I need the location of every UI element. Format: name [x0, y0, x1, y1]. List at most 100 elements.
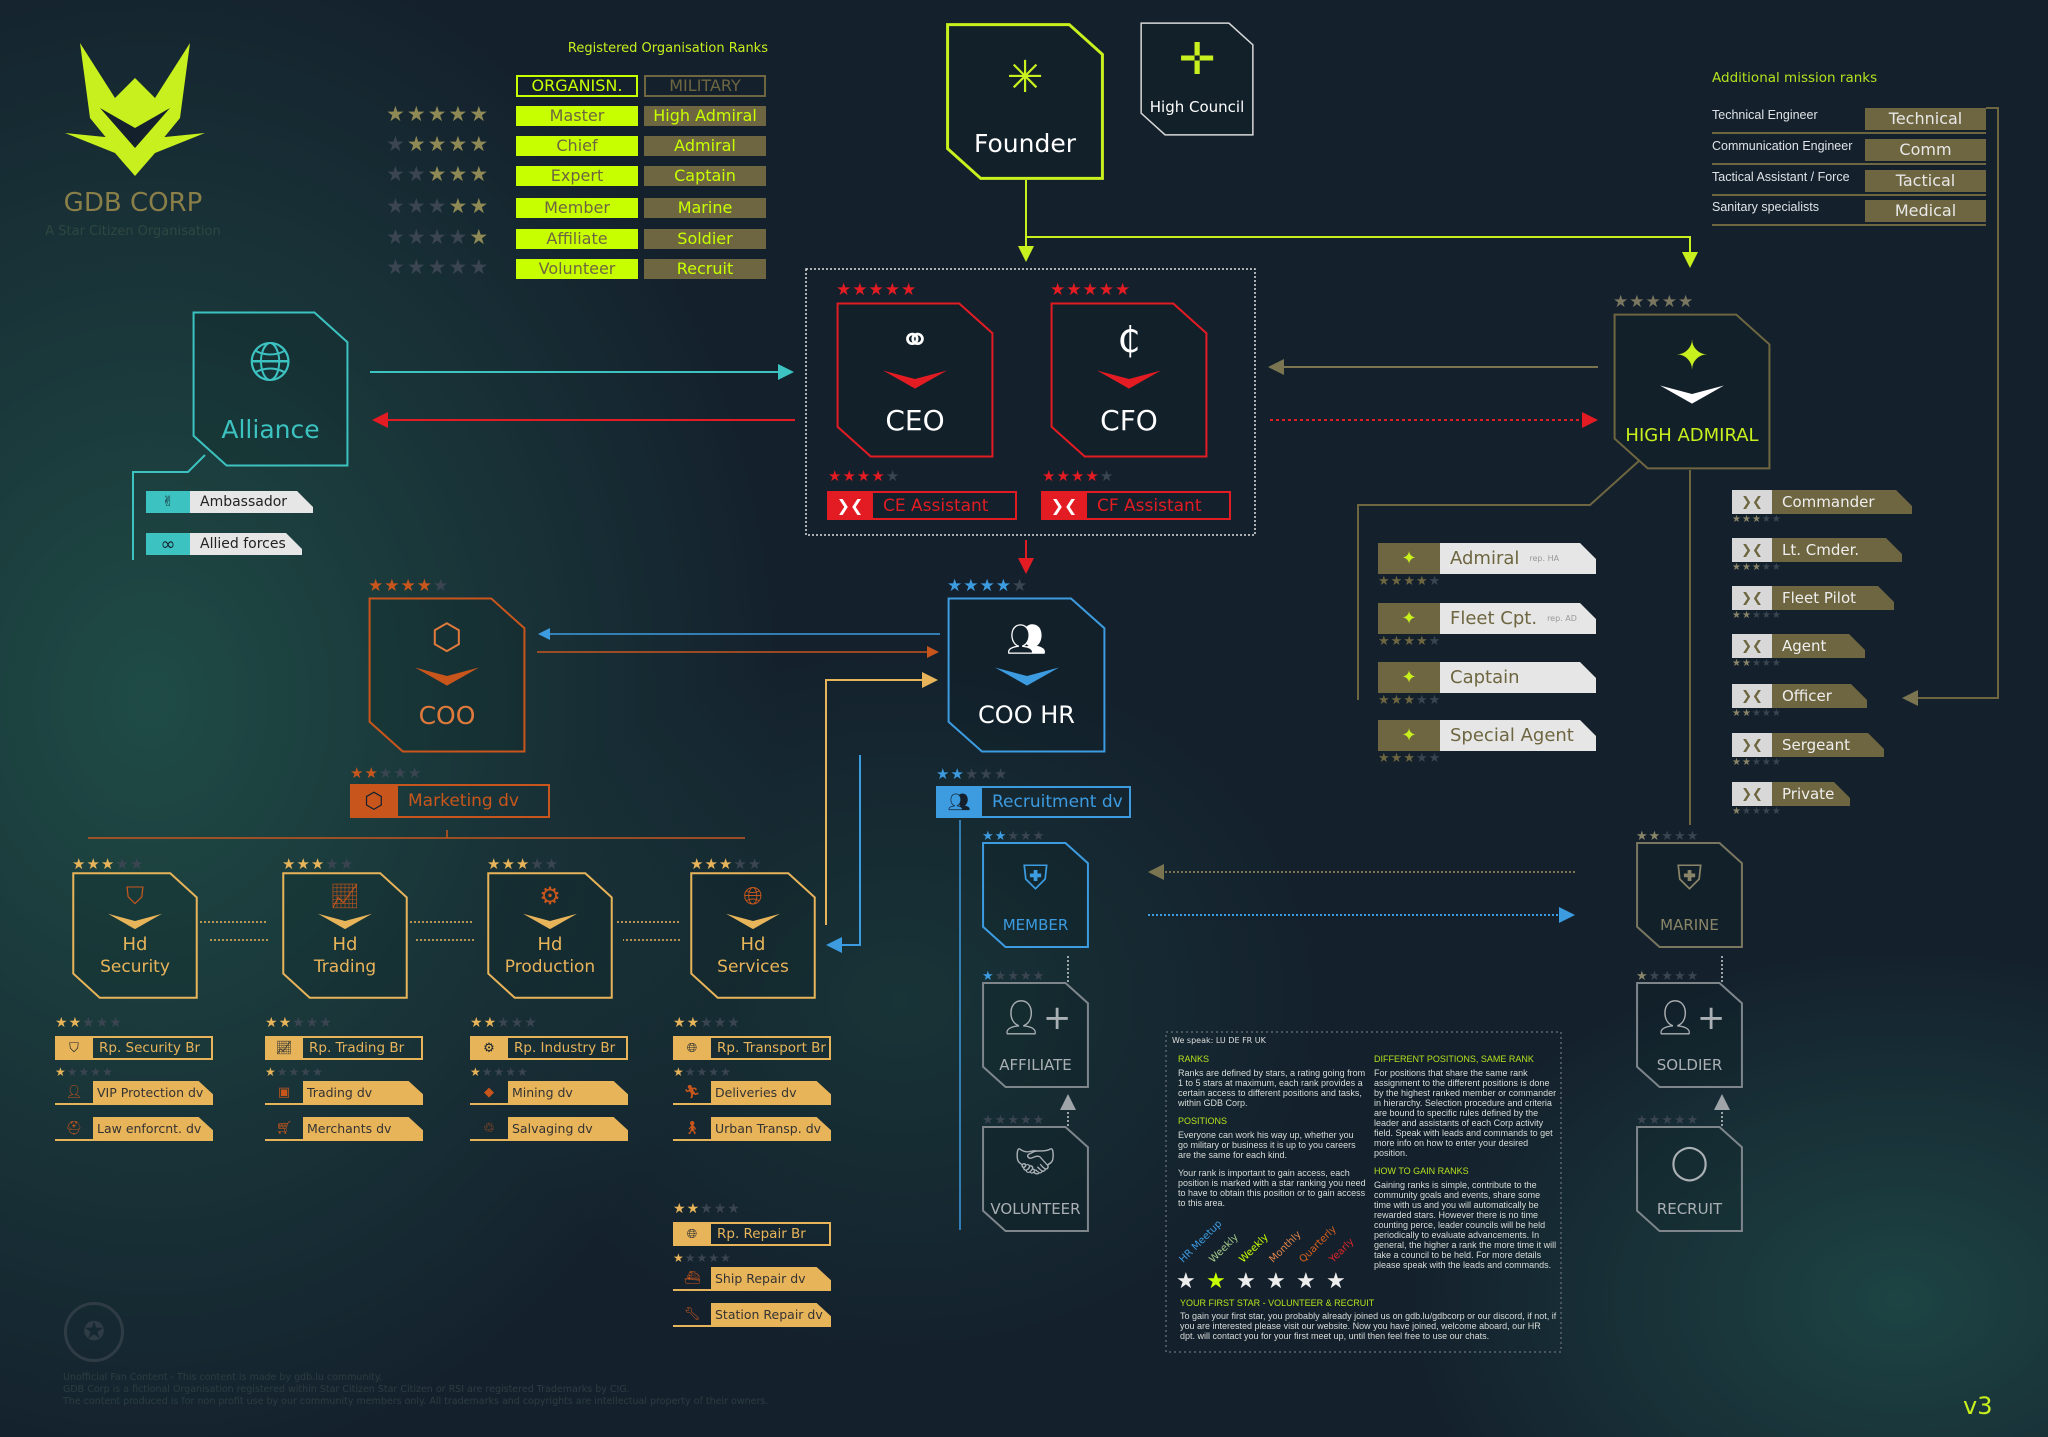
star-filled-icon: ★: [448, 132, 470, 156]
star-empty-icon: ★: [378, 764, 394, 782]
alliance-node[interactable]: 🌐︎ Alliance: [192, 311, 349, 467]
division-tag[interactable]: 🔧︎Station Repair dv: [673, 1303, 831, 1327]
military-rank-admiral: Admiral: [644, 136, 766, 156]
star-filled-icon: ★: [72, 855, 87, 873]
affiliate-node[interactable]: 👤︎+AFFILIATE: [982, 982, 1089, 1088]
star-filled-icon: ★: [1751, 562, 1762, 573]
chevron-wings-icon: [690, 912, 816, 930]
rank-fleet-pilot[interactable]: ❯❮Fleet Pilot: [1732, 586, 1894, 610]
officer-rank-name: Admiral: [1450, 548, 1520, 569]
officer-rank-fleet-cpt-[interactable]: ✦Fleet Cpt.rep. AD: [1378, 603, 1596, 634]
rank-insignia-icon: ❯❮: [1732, 490, 1772, 514]
division-tag[interactable]: 🛒︎Merchants dv: [265, 1117, 423, 1141]
star-empty-icon: ★: [393, 764, 408, 782]
rank-commander[interactable]: ❯❮Commander: [1732, 490, 1912, 514]
star-filled-icon: ★: [386, 102, 407, 126]
division-tag[interactable]: ⛑Law enforcnt. dv: [55, 1117, 213, 1141]
marketing-dv-tag[interactable]: ⬡ Marketing dv: [350, 784, 550, 818]
head-title-line2: Security: [100, 957, 170, 977]
star-filled-icon: ★: [448, 194, 470, 218]
ranks-text: Ranks are defined by stars, a rating goi…: [1178, 1068, 1366, 1108]
ladder-stars: ★★★★★: [1636, 970, 1699, 983]
coo-node[interactable]: ⬡ COO: [368, 597, 526, 753]
marine-node[interactable]: ⛨MARINE: [1636, 842, 1743, 948]
soldier-node[interactable]: 👤︎+SOLDIER: [1636, 982, 1743, 1088]
star-filled-icon: ★: [1661, 292, 1678, 312]
coo-hr-node[interactable]: 👥︎ COO HR: [947, 597, 1106, 753]
star-empty-icon: ★: [1636, 1113, 1649, 1128]
star-filled-icon: ★: [86, 855, 101, 873]
star-filled-icon: ★: [406, 102, 428, 126]
mission-rank-label: Tactical Assistant / Force: [1712, 170, 1850, 184]
first-star-text: To gain your first star, you probably al…: [1180, 1311, 1557, 1341]
star-filled-icon: ★: [487, 855, 502, 873]
volunteer-node[interactable]: 🤝︎VOLUNTEER: [982, 1126, 1089, 1232]
division-tag[interactable]: ⛴Ship Repair dv: [673, 1267, 831, 1291]
star-empty-icon: ★: [994, 969, 1008, 984]
recruitment-dv-tag[interactable]: 👥︎ Recruitment dv: [936, 786, 1131, 818]
coo-hr-stars: ★★★★★: [947, 578, 1028, 595]
ceo-node[interactable]: ⚭ CEO: [836, 302, 994, 458]
branch-stars: ★★★★★: [55, 1016, 123, 1030]
rank-stars: ★★★★★: [386, 134, 490, 155]
cf-assistant-tag[interactable]: ❯❮ CF Assistant: [1041, 491, 1231, 520]
star-empty-icon: ★: [1661, 1113, 1674, 1128]
high-council-node[interactable]: ✛ High Council: [1140, 22, 1254, 136]
cart-icon: 🛒︎: [275, 1120, 293, 1136]
division-tag[interactable]: 🏃︎Deliveries dv: [673, 1081, 831, 1105]
star-empty-icon: ★: [1428, 574, 1442, 589]
star-empty-icon: ★: [720, 1251, 732, 1265]
rep-branch-tag[interactable]: 🌐︎Rp. Transport Br: [673, 1036, 831, 1060]
star-filled-icon: ★: [1115, 280, 1132, 300]
high-admiral-node[interactable]: ✦ HIGH ADMIRAL: [1613, 313, 1771, 470]
officer-rank-special-agent[interactable]: ✦Special Agent: [1378, 720, 1596, 751]
member-node[interactable]: ⛨MEMBER: [982, 842, 1089, 948]
node-frame: [282, 872, 408, 999]
rank-agent[interactable]: ❯❮Agent: [1732, 634, 1865, 658]
rank-stars: ★★★★★: [1732, 758, 1782, 768]
star-empty-icon: ★: [276, 1065, 289, 1079]
rep-branch-tag[interactable]: ⛉Rp. Security Br: [55, 1036, 213, 1060]
rank-sergeant[interactable]: ❯❮Sergeant: [1732, 733, 1884, 757]
star-empty-icon: ★: [700, 1015, 714, 1031]
star-empty-icon: ★: [684, 1251, 697, 1265]
rank-private[interactable]: ❯❮Private: [1732, 782, 1850, 806]
star-filled-icon: ★: [1066, 280, 1083, 300]
different-positions-heading: DIFFERENT POSITIONS, SAME RANK: [1374, 1054, 1534, 1064]
rank-lt-cmder-[interactable]: ❯❮Lt. Cmder.: [1732, 538, 1902, 562]
star-filled-icon: ★: [673, 1251, 685, 1265]
division-tag[interactable]: 👤︎VIP Protection dv: [55, 1081, 213, 1105]
ladder-label: AFFILIATE: [999, 1056, 1072, 1074]
recruit-node[interactable]: ◯RECRUIT: [1636, 1126, 1743, 1232]
officer-rank-captain[interactable]: ✦Captain: [1378, 662, 1596, 693]
rep-branch-label: Rp. Security Br: [99, 1040, 201, 1056]
founder-node[interactable]: ✳ Founder: [946, 23, 1104, 180]
star-empty-icon: ★: [885, 467, 901, 485]
rep-branch-tag[interactable]: ⚙Rp. Industry Br: [470, 1036, 628, 1060]
division-tag[interactable]: ♲Salvaging dv: [470, 1117, 628, 1141]
wings-icon: ❯❮: [827, 493, 873, 518]
allied-forces-tag[interactable]: ∞ Allied forces: [146, 533, 302, 555]
division-tag[interactable]: ▣Trading dv: [265, 1081, 423, 1105]
timeline-star-icon: ★: [1326, 1269, 1346, 1294]
division-tag[interactable]: ◆Mining dv: [470, 1081, 628, 1105]
star-filled-icon: ★: [936, 765, 951, 783]
ladder-stars: ★★★★★: [1636, 830, 1699, 843]
branch-stars: ★★★★★: [673, 1202, 741, 1216]
rep-branch-tag[interactable]: 🌐︎Rp. Repair Br: [673, 1222, 831, 1246]
division-tag[interactable]: 🚶︎Urban Transp. dv: [673, 1117, 831, 1141]
star-empty-icon: ★: [497, 1015, 511, 1031]
ambassador-tag[interactable]: ✌ Ambassador: [146, 491, 313, 513]
star-filled-icon: ★: [1390, 574, 1404, 589]
ce-assistant-tag[interactable]: ❯❮ CE Assistant: [827, 491, 1017, 520]
shield-icon: ⛉: [126, 882, 144, 910]
agent-icon: 👤︎: [65, 1084, 83, 1100]
cfo-node[interactable]: ₵ CFO: [1050, 302, 1208, 458]
rank-officer[interactable]: ❯❮Officer: [1732, 684, 1867, 708]
rep-branch-tag[interactable]: 📈︎Rp. Trading Br: [265, 1036, 423, 1060]
